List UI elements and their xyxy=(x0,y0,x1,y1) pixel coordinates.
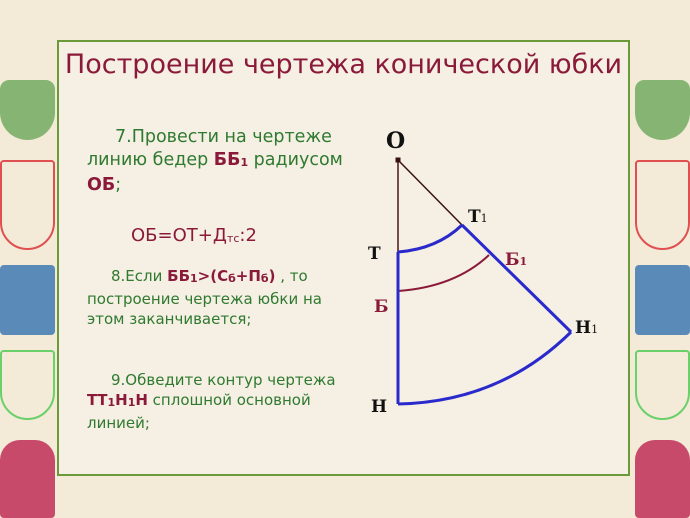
decor-left xyxy=(0,0,57,518)
step-9: 9.Обведите контур чертежа ТТ1Н1Н сплошно… xyxy=(87,371,336,432)
contour-right-side xyxy=(460,223,573,334)
label-o: О xyxy=(386,128,405,154)
step-8: 8.Если ББ1>(Сб+Пб) , то построение черте… xyxy=(87,267,322,328)
point-o xyxy=(395,157,401,163)
label-b1: Б1 xyxy=(505,250,527,270)
radius-line-right xyxy=(397,159,463,226)
step-7: 7.Провести на чертеже линию бедер ББ1 ра… xyxy=(87,127,343,195)
slide-frame: Построение чертежа конической юбки 7.Про… xyxy=(57,40,630,476)
slide-title: Построение чертежа конической юбки xyxy=(64,49,623,80)
waist-arc xyxy=(397,223,464,254)
label-h: Н xyxy=(371,397,387,417)
label-h1: Н1 xyxy=(575,318,598,338)
hip-arc xyxy=(397,254,490,292)
label-t1: Т1 xyxy=(468,207,488,227)
decor-right xyxy=(632,0,690,518)
label-b: Б xyxy=(374,297,389,317)
formula: ОБ=ОТ+Дтс:2 xyxy=(131,225,257,246)
hem-arc xyxy=(397,330,573,406)
label-t: Т xyxy=(368,244,381,264)
